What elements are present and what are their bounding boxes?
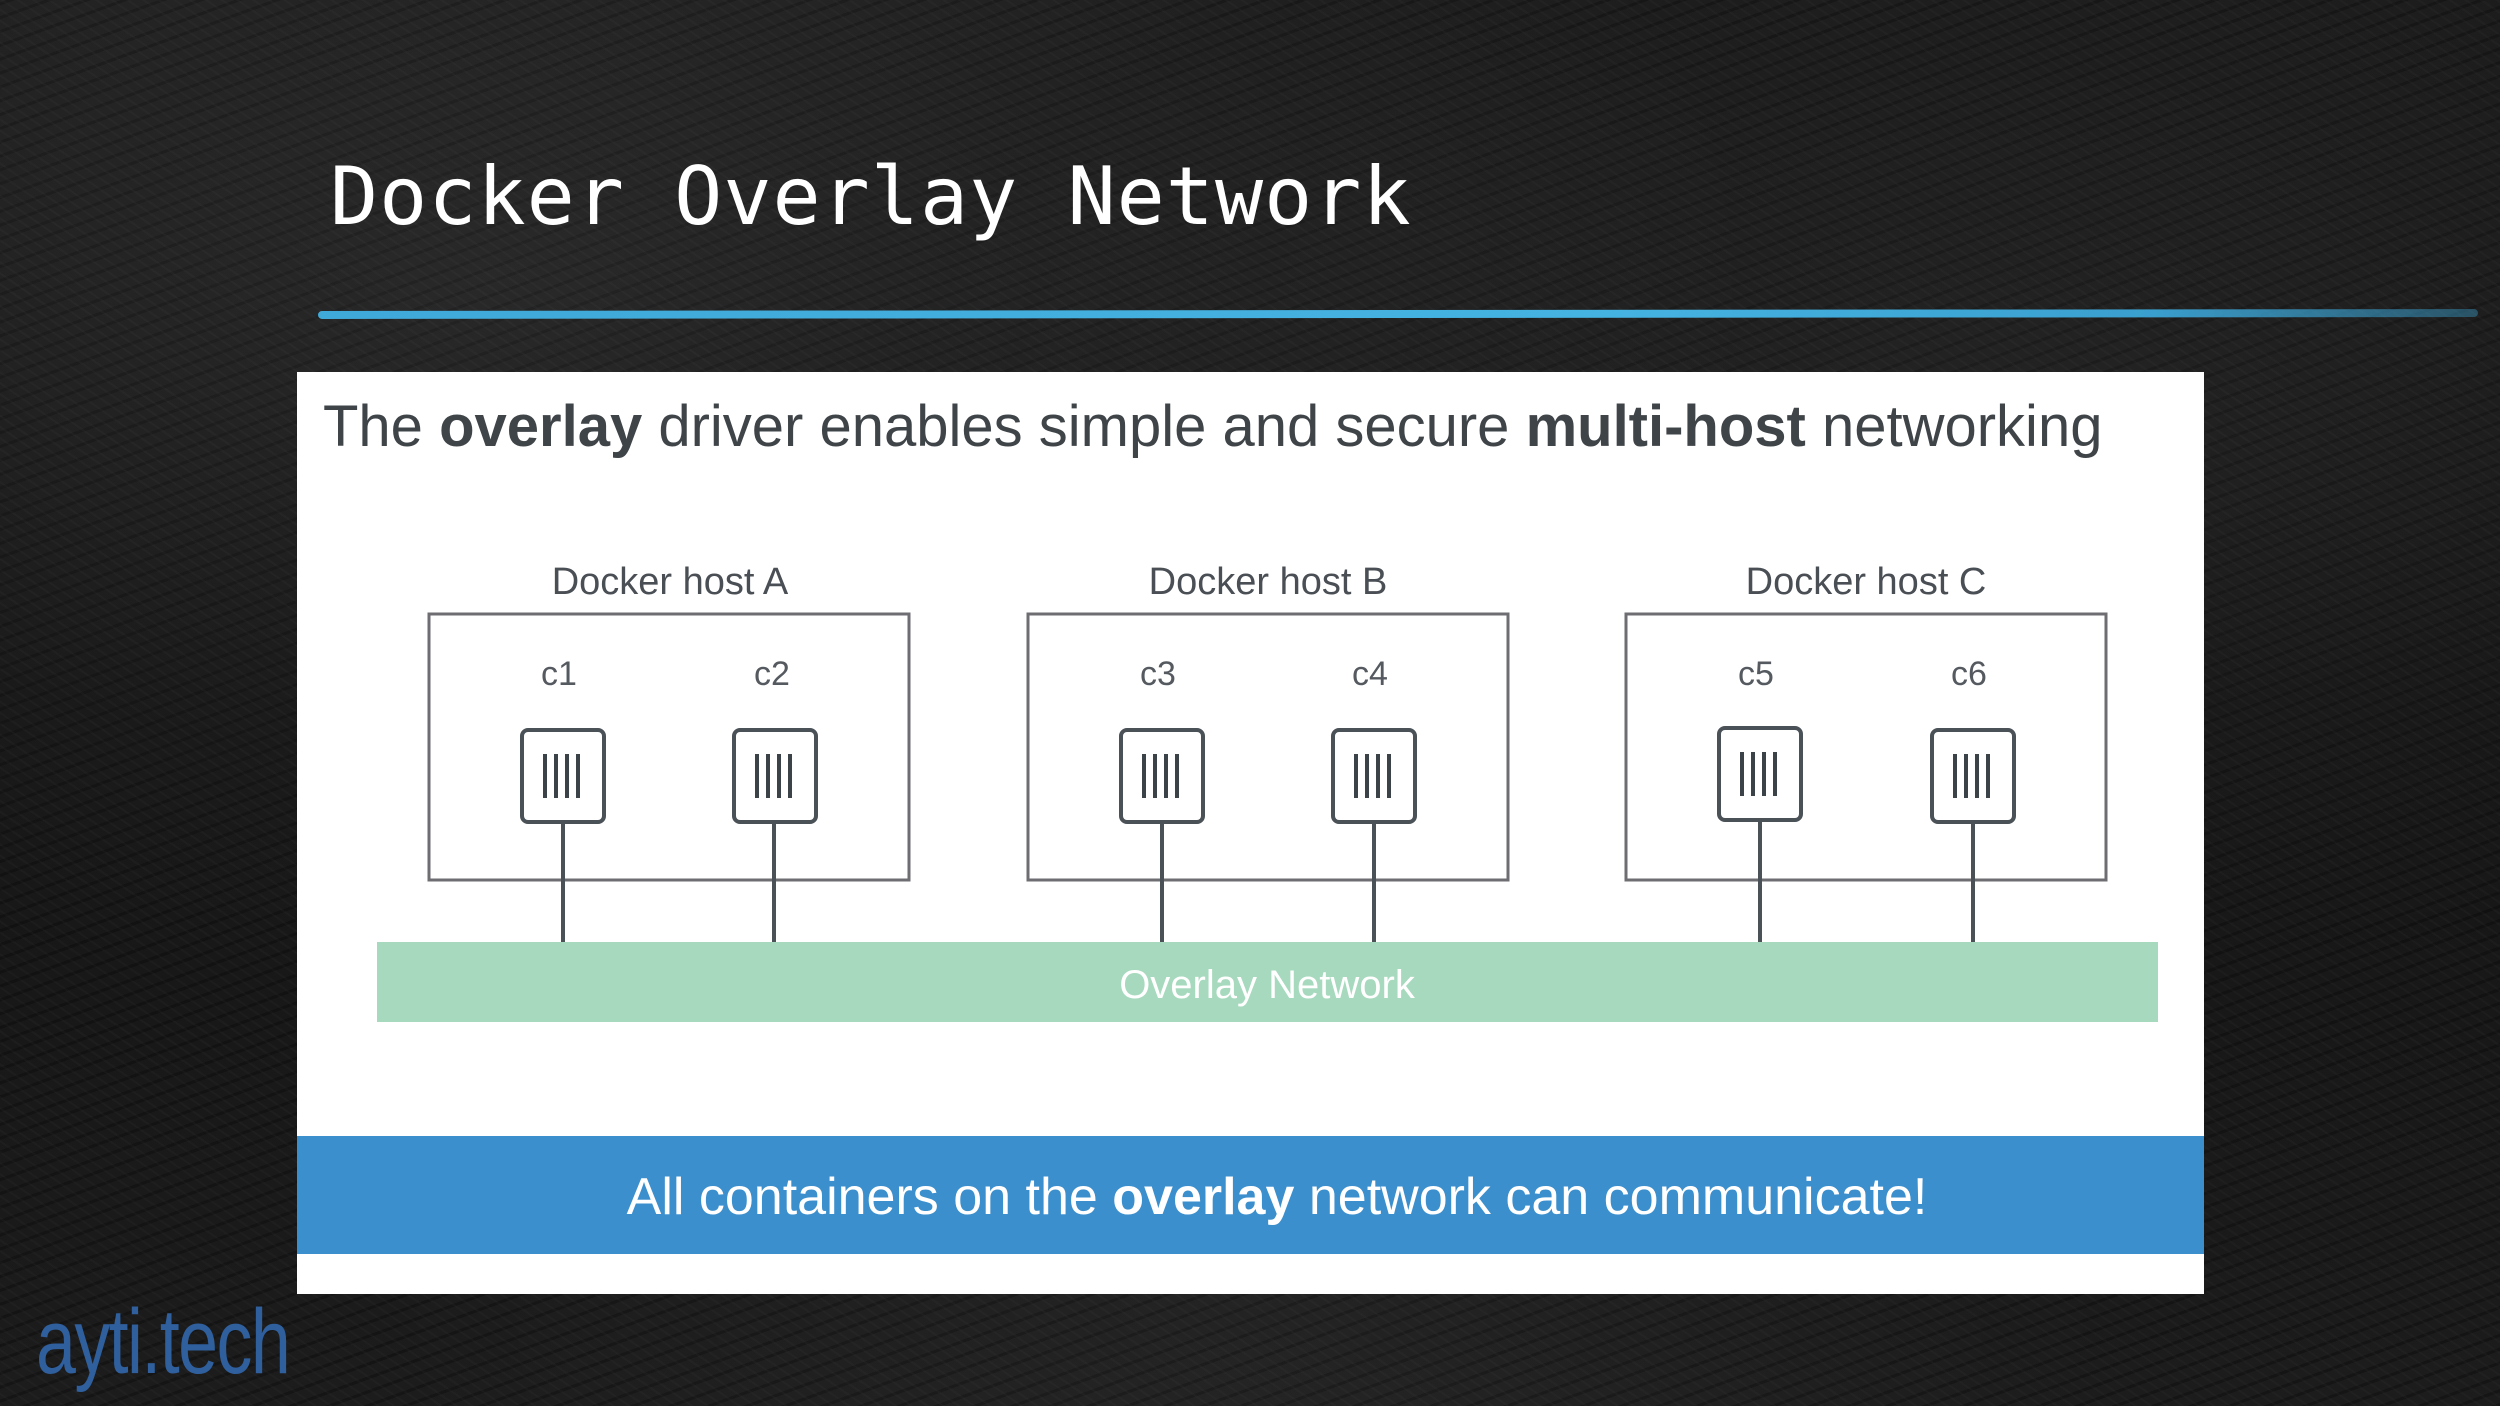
- container-c4: c4: [1331, 655, 1417, 942]
- host-box: [1026, 612, 1510, 882]
- network-band-fill: [377, 942, 2158, 1022]
- overlay-network-diagram: The overlay driver enables simple and se…: [297, 372, 2204, 1294]
- container-label: c6: [1951, 655, 1987, 693]
- container-stripes: [1142, 754, 1179, 798]
- container-label: c1: [541, 655, 577, 693]
- container-stripes: [755, 754, 792, 798]
- container-stripes: [543, 754, 580, 798]
- title-underline: [318, 309, 2478, 319]
- container-c3: c3: [1119, 655, 1205, 942]
- docker-host-a: Docker host A c1 c2: [427, 561, 911, 942]
- footer-text-1: All containers on the: [627, 1168, 1113, 1226]
- footer-text: All containers on the overlay network ca…: [627, 1168, 1928, 1226]
- footer-band: All containers on the overlay network ca…: [297, 1136, 2204, 1254]
- container-icon: [1119, 728, 1205, 824]
- diagram-heading: The overlay driver enables simple and se…: [323, 394, 2102, 459]
- host-label: Docker host A: [552, 561, 789, 603]
- heading-bold-overlay: overlay: [439, 394, 642, 459]
- container-c5: c5: [1717, 655, 1803, 942]
- container-stripes: [1354, 754, 1391, 798]
- footer-bold-overlay: overlay: [1112, 1168, 1294, 1226]
- container-stripes: [1740, 752, 1777, 796]
- docker-host-c: Docker host C c5 c6: [1624, 561, 2108, 942]
- heading-text-2: driver enables simple and secure: [642, 394, 1525, 459]
- container-c6: c6: [1930, 655, 2016, 942]
- container-icon: [1717, 726, 1803, 822]
- footer-band-fill: [297, 1136, 2204, 1254]
- host-label: Docker host B: [1149, 561, 1388, 603]
- heading-text-1: The: [323, 394, 439, 459]
- host-label: Docker host C: [1746, 561, 1987, 603]
- host-box: [1624, 612, 2108, 882]
- container-c1: c1: [520, 655, 606, 942]
- docker-host-b: Docker host B c3 c4: [1026, 561, 1510, 942]
- brand-logo: ayti.tech: [36, 1291, 291, 1393]
- container-label: c2: [754, 655, 790, 693]
- host-box: [427, 612, 911, 882]
- container-icon: [732, 728, 818, 824]
- container-label: c5: [1738, 655, 1774, 693]
- container-icon: [520, 728, 606, 824]
- diagram-svg: The overlay driver enables simple and se…: [297, 394, 2204, 1254]
- container-label: c3: [1140, 655, 1176, 693]
- footer-text-2: network can communicate!: [1294, 1168, 1927, 1226]
- container-stripes: [1953, 754, 1990, 798]
- heading-text-3: networking: [1806, 394, 2103, 459]
- heading-bold-multihost: multi-host: [1526, 394, 1806, 459]
- container-icon: [1930, 728, 2016, 824]
- container-c2: c2: [732, 655, 818, 942]
- network-label: Overlay Network: [1119, 963, 1416, 1007]
- slide-title: Docker Overlay Network: [330, 150, 1412, 243]
- container-icon: [1331, 728, 1417, 824]
- overlay-network-band: Overlay Network: [377, 942, 2158, 1022]
- container-label: c4: [1352, 655, 1388, 693]
